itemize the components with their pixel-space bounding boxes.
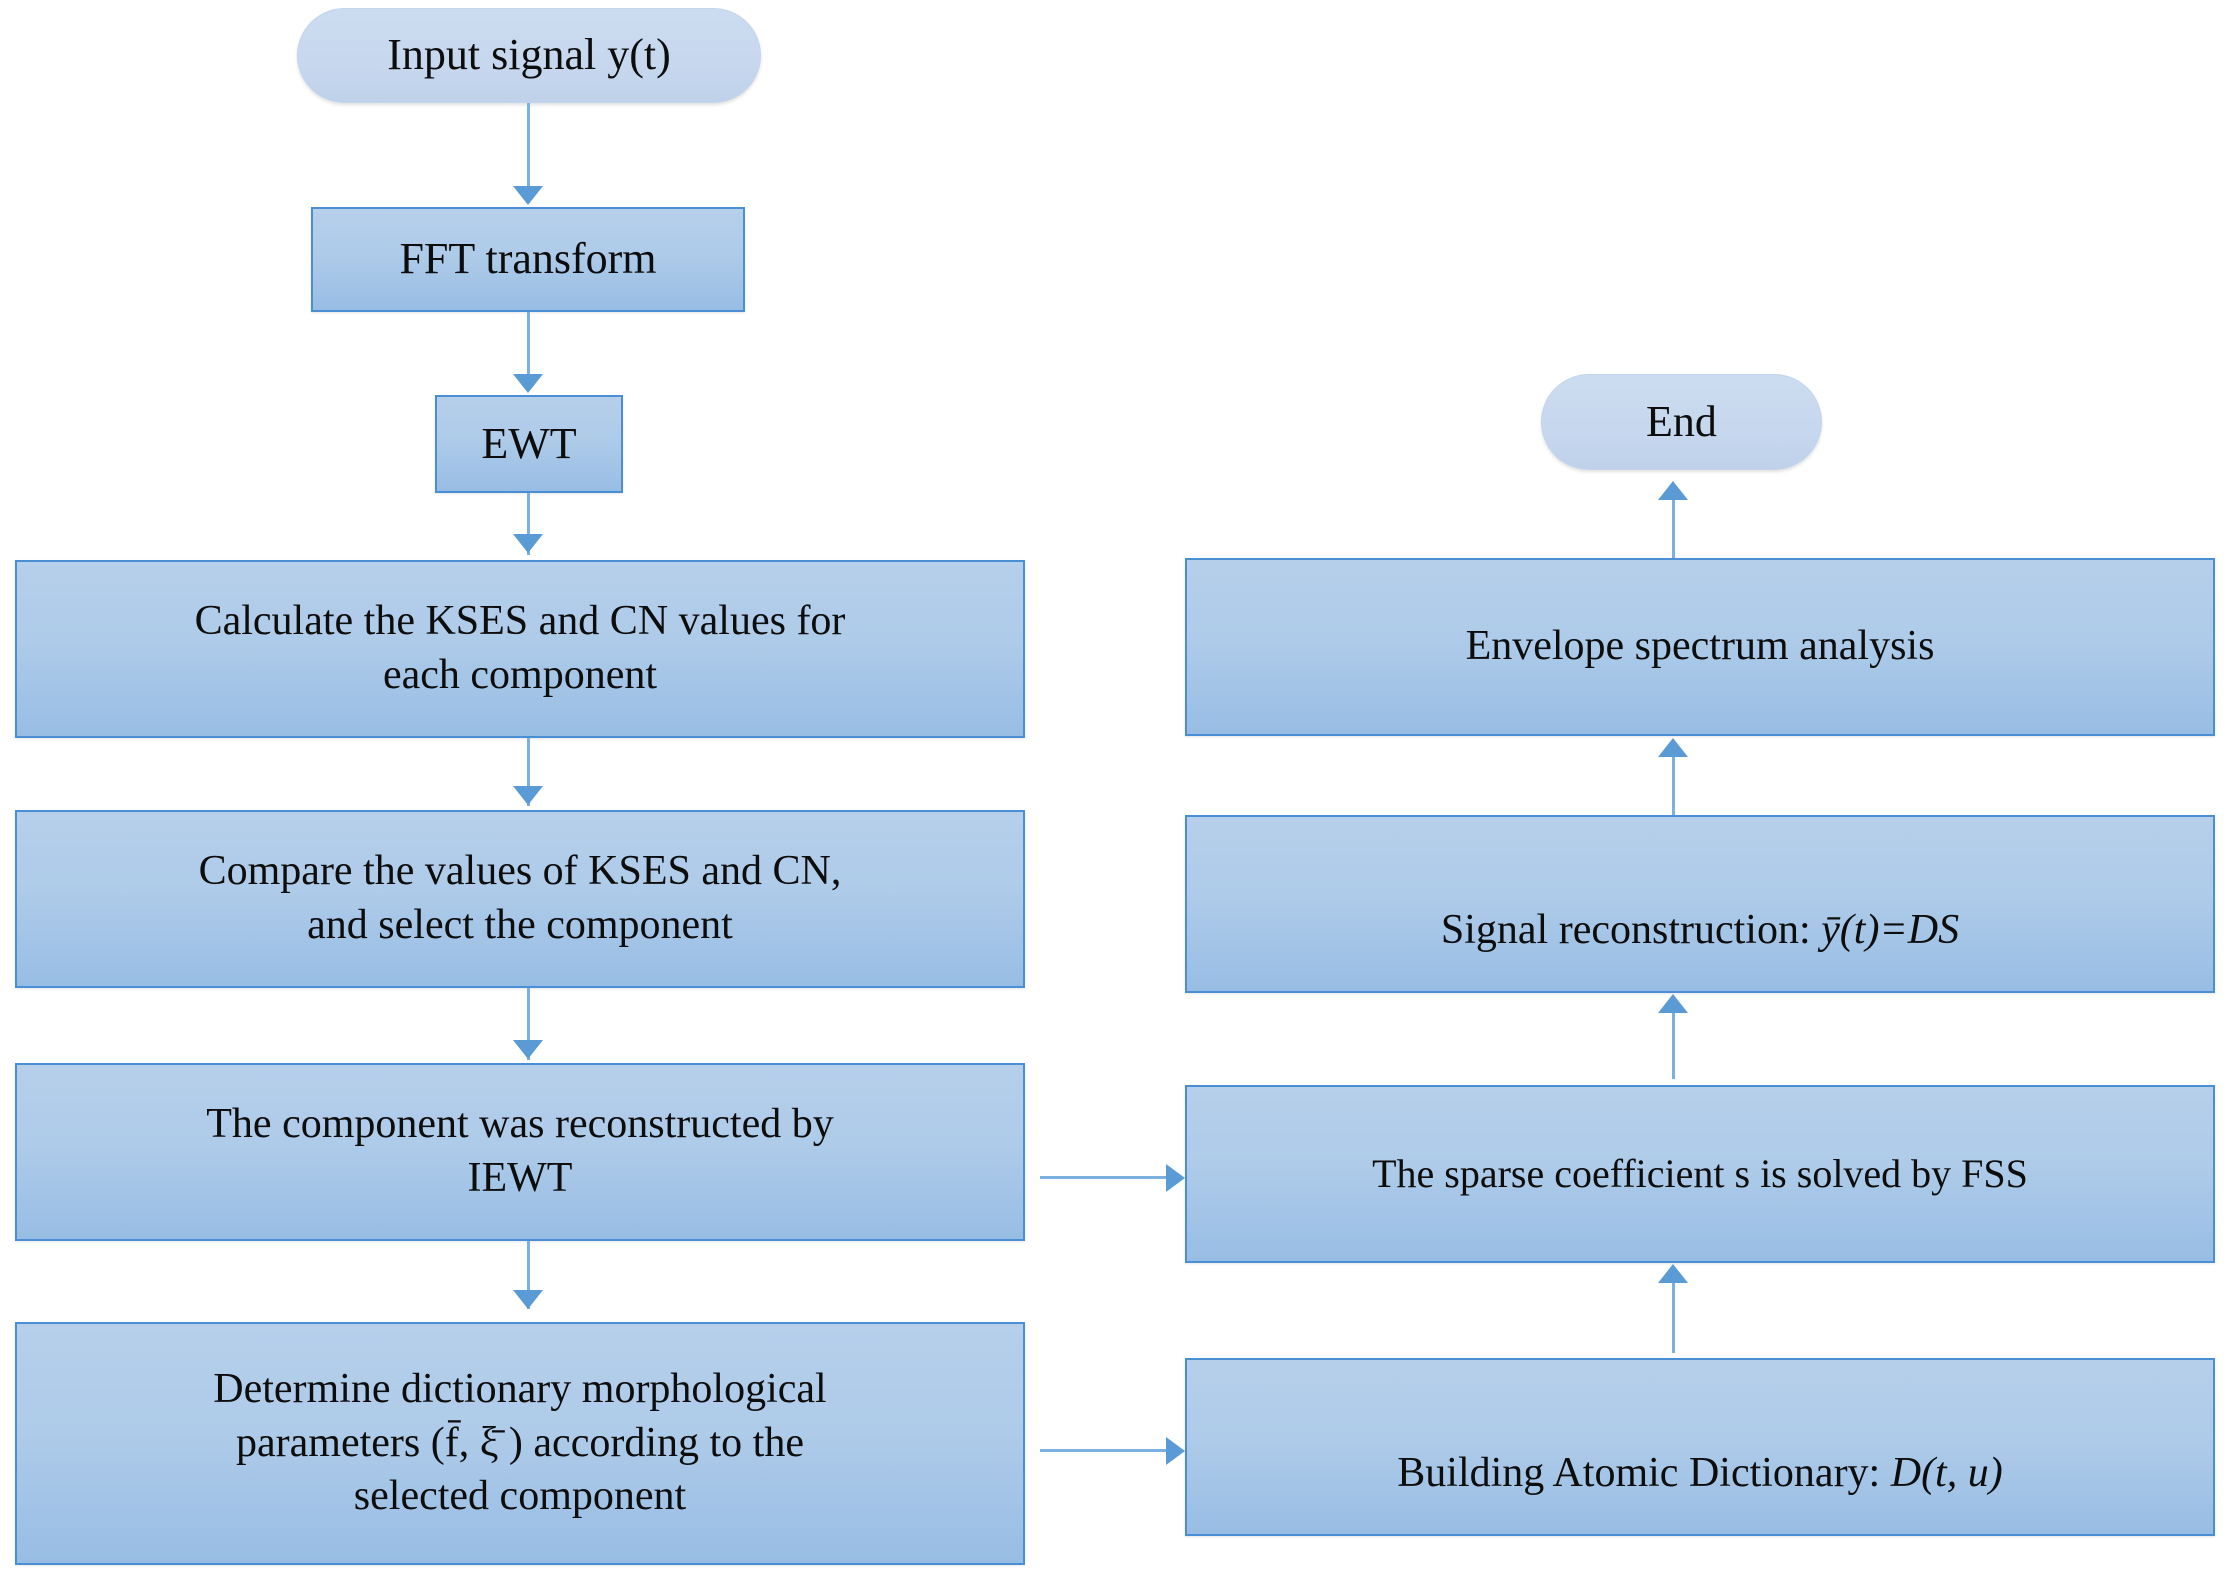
connector-compare-to-reconstructed-line xyxy=(527,988,530,1060)
connector-reconstructed-to-sparse-arrow xyxy=(1166,1164,1185,1192)
connector-determine-to-dictionary-arrow xyxy=(1166,1437,1185,1465)
node-signal-reconstruction[interactable]: Signal reconstruction: ȳ(t)=DS xyxy=(1185,815,2215,993)
node-compare-values[interactable]: Compare the values of KSES and CN, and s… xyxy=(15,810,1025,988)
node-component-reconstructed-iewt[interactable]: The component was reconstructed by IEWT xyxy=(15,1063,1025,1241)
node-input-signal[interactable]: Input signal y(t) xyxy=(297,8,761,103)
node-ewt[interactable]: EWT xyxy=(435,395,623,493)
node-building-atomic-dictionary[interactable]: Building Atomic Dictionary: D(t, u) xyxy=(1185,1358,2215,1536)
connector-calculate-to-compare-arrow xyxy=(513,786,543,805)
node-envelope-spectrum-analysis-label: Envelope spectrum analysis xyxy=(1465,623,1935,670)
connector-dictionary-to-sparse-line xyxy=(1672,1269,1675,1353)
connector-calculate-to-compare-line xyxy=(527,738,530,806)
node-signal-reconstruction-label: Signal reconstruction: ȳ(t)=DS xyxy=(1423,850,1977,958)
connector-determine-to-dictionary-line xyxy=(1040,1449,1170,1452)
connector-start-to-fft-line xyxy=(527,103,530,189)
connector-start-to-fft-arrow xyxy=(513,186,543,205)
node-building-atomic-dictionary-label: Building Atomic Dictionary: D(t, u) xyxy=(1379,1393,2020,1501)
node-sparse-coefficient-fss[interactable]: The sparse coefficient s is solved by FS… xyxy=(1185,1085,2215,1263)
node-determine-dictionary-parameters[interactable]: Determine dictionary morphological param… xyxy=(15,1322,1025,1565)
node-ewt-label: EWT xyxy=(481,418,577,468)
node-compare-values-label: Compare the values of KSES and CN, and s… xyxy=(198,848,842,948)
node-determine-dictionary-parameters-label: Determine dictionary morphological param… xyxy=(213,1365,827,1520)
node-signal-reconstruction-math: ȳ(t)=DS xyxy=(1821,907,1960,953)
connector-ewt-to-calculate-arrow xyxy=(513,534,543,553)
connector-fft-to-ewt-arrow xyxy=(513,374,543,393)
connector-sparse-to-signal-arrow xyxy=(1658,994,1688,1013)
connector-signal-to-envelope-arrow xyxy=(1658,738,1688,757)
connector-compare-to-reconstructed-arrow xyxy=(513,1040,543,1059)
node-fft-transform-label: FFT transform xyxy=(399,234,657,284)
connector-reconstructed-to-determine-line xyxy=(527,1241,530,1309)
node-calculate-kses-cn[interactable]: Calculate the KSES and CN values for eac… xyxy=(15,560,1025,738)
connector-sparse-to-signal-line xyxy=(1672,999,1675,1079)
node-component-reconstructed-iewt-label: The component was reconstructed by IEWT xyxy=(206,1101,834,1201)
node-building-atomic-dictionary-prefix: Building Atomic Dictionary: xyxy=(1397,1450,1891,1496)
node-end[interactable]: End xyxy=(1541,374,1822,470)
node-end-label: End xyxy=(1646,396,1717,446)
connector-dictionary-to-sparse-arrow xyxy=(1658,1264,1688,1283)
node-input-signal-label: Input signal y(t) xyxy=(387,30,671,80)
connector-envelope-to-end-line xyxy=(1672,486,1675,558)
connector-reconstructed-to-sparse-line xyxy=(1040,1176,1170,1179)
node-envelope-spectrum-analysis[interactable]: Envelope spectrum analysis xyxy=(1185,558,2215,736)
connector-envelope-to-end-arrow xyxy=(1658,481,1688,500)
connector-signal-to-envelope-line xyxy=(1672,742,1675,816)
node-fft-transform[interactable]: FFT transform xyxy=(311,207,745,312)
connector-ewt-to-calculate-line xyxy=(527,493,530,555)
node-calculate-kses-cn-label: Calculate the KSES and CN values for eac… xyxy=(194,598,846,698)
connector-fft-to-ewt-line xyxy=(527,312,530,376)
node-signal-reconstruction-prefix: Signal reconstruction: xyxy=(1440,907,1822,953)
node-building-atomic-dictionary-math: D(t, u) xyxy=(1890,1450,2003,1496)
node-sparse-coefficient-fss-label: The sparse coefficient s is solved by FS… xyxy=(1372,1151,2028,1197)
connector-reconstructed-to-determine-arrow xyxy=(513,1290,543,1309)
